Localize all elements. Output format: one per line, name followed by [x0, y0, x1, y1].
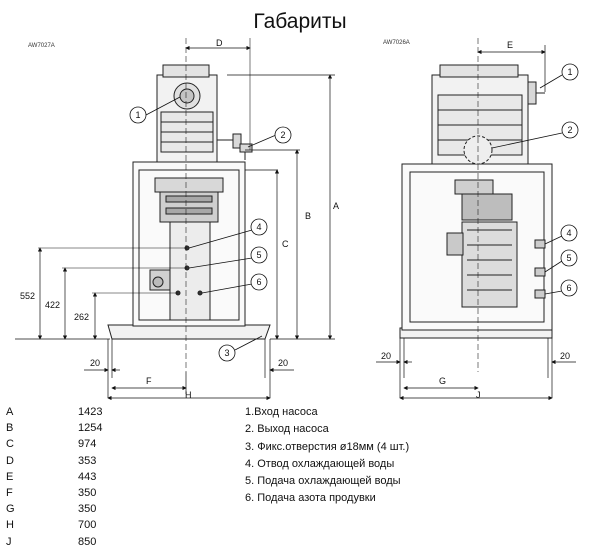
page-title: Габариты: [253, 10, 347, 33]
callout-number-6-right: 6: [566, 283, 571, 293]
legend-item: 1.Вход насоса: [245, 406, 318, 418]
dim-label-E: E: [507, 40, 513, 50]
dim-label-20-right-b: 20: [560, 351, 570, 361]
dimension-key: B: [6, 422, 14, 435]
callout-number-2: 2: [280, 130, 285, 140]
callout-circle-3: [218, 344, 236, 362]
dimension-drawing: AW7027A AW7026A: [15, 38, 579, 401]
dim-label-422: 422: [45, 300, 60, 310]
callout-number-1-right: 1: [567, 67, 572, 77]
dimension-value: 1423: [78, 406, 103, 418]
legend-item: 4. Отвод охлаждающей воды: [245, 457, 395, 470]
dimension-row: E 443: [6, 469, 102, 485]
left-dimensions: [15, 45, 335, 401]
callout-number-2-right: 2: [567, 125, 572, 135]
callout-number-4-right: 4: [566, 228, 571, 238]
dimension-row: J 850: [6, 534, 102, 550]
dim-label-H: H: [185, 390, 192, 400]
dim-label-G: G: [439, 376, 446, 386]
dimension-key: F: [6, 486, 13, 499]
right-dimensions: [376, 45, 576, 401]
dim-label-552: 552: [20, 291, 35, 301]
right-view: [399, 38, 553, 372]
dimension-key: J: [6, 535, 12, 548]
callout-numbers: 1 2 3 4 5 6 1 2 4 5 6: [135, 67, 572, 358]
legend-item: 5. Подача охлаждающей воды: [245, 475, 401, 488]
left-view: [107, 38, 271, 372]
callout-circle-4: [250, 218, 268, 236]
callout-number-6: 6: [256, 277, 261, 287]
dimension-key: G: [6, 503, 15, 516]
dim-label-C: C: [282, 239, 289, 249]
dimension-key: E: [6, 470, 14, 483]
dim-label-D: D: [216, 38, 223, 48]
dimension-row: C 974: [6, 436, 102, 452]
dimension-row: B 1254: [6, 420, 102, 436]
drawing-ref-right: AW7026A: [383, 40, 410, 46]
callout-number-3: 3: [224, 348, 229, 358]
callout-number-5: 5: [256, 250, 261, 260]
dimension-row: G 350: [6, 501, 102, 517]
dimension-key: C: [6, 438, 14, 451]
callout-circle-1: [129, 106, 147, 124]
callout-number-1: 1: [135, 110, 140, 120]
dimension-key: H: [6, 519, 14, 532]
dimension-value: 350: [78, 486, 97, 499]
dimension-table: A 1423 B 1254 C 974 D 353 E 443 F 350 G 350 H 70…: [6, 404, 102, 550]
dimension-value: 353: [78, 454, 97, 467]
callout-circle-2: [274, 126, 292, 144]
callout-number-4: 4: [256, 222, 261, 232]
drawing-ref-left: AW7027A: [28, 43, 55, 49]
legend-item: 3. Фикс.отверстия ø18мм (4 шт.): [245, 440, 410, 453]
dimension-row: A 1423: [6, 404, 102, 420]
dimension-value: 350: [78, 503, 97, 516]
dimension-row: H 700: [6, 517, 102, 533]
dim-label-J: J: [476, 390, 481, 400]
dim-label-F: F: [146, 376, 152, 386]
callouts: [129, 63, 579, 362]
dimension-value: 1254: [78, 422, 103, 435]
dimension-value: 974: [78, 438, 97, 451]
dimension-key: D: [6, 454, 14, 467]
dimension-value: 850: [78, 535, 97, 548]
dimension-key: A: [6, 406, 14, 418]
dim-label-A: A: [333, 201, 339, 211]
legend-item: 6. Подача азота продувки: [245, 492, 376, 505]
dim-label-20-left-b: 20: [278, 358, 288, 368]
callout-number-5-right: 5: [566, 253, 571, 263]
legend-item: 2. Выход насоса: [245, 423, 329, 436]
dim-label-262: 262: [74, 312, 89, 322]
dimension-row: D 353: [6, 453, 102, 469]
dimension-row: F 350: [6, 485, 102, 501]
dim-label-20-left: 20: [90, 358, 100, 368]
callout-circle-6: [250, 273, 268, 291]
legend-list: 1.Вход насоса 2. Выход насоса 3. Фикс.от…: [245, 404, 409, 508]
dim-label-20-right: 20: [381, 351, 391, 361]
dimension-value: 443: [78, 470, 97, 483]
dim-label-B: B: [305, 211, 311, 221]
dimension-value: 700: [78, 519, 97, 532]
callout-circle-5: [250, 246, 268, 264]
